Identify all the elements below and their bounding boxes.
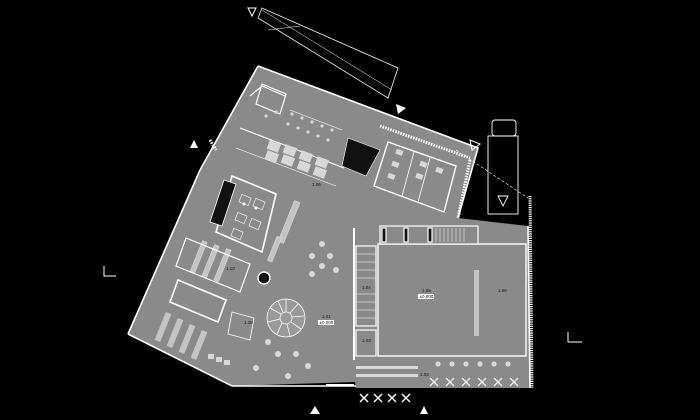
central-label: 1.01 ±0,000 [318,314,334,325]
svg-text:1.01: 1.01 [322,314,331,319]
triangle-markers [190,7,482,414]
bottom-seating [356,361,511,377]
outdoor-chairs [359,393,411,403]
corner-mark-icon [103,266,116,277]
triangle-marker-icon [469,139,482,151]
desk-grid [264,140,330,179]
svg-text:±0,000: ±0,000 [320,320,334,325]
label-left-room: 1.10 [226,266,235,271]
triangle-marker-icon [396,104,406,114]
column [257,271,271,285]
stair-block [353,225,479,360]
kiosk [455,119,529,215]
svg-text:1.05: 1.05 [422,288,431,293]
office-block [341,137,457,213]
facade-hatch [208,124,534,389]
corner-marks [103,266,582,343]
entrance-chairs [429,377,519,387]
label-bottom-left-room: 1.18 [244,320,253,325]
outer-walls [127,65,531,389]
label-top-room: 1.06 [312,182,321,187]
corner-mark-icon [567,332,582,343]
main-hall: 1.05 ±0,000 1.08 [418,270,507,336]
reading-room [154,278,255,365]
shelves [189,200,301,283]
building-floor [128,66,530,388]
svg-text:±0,000: ±0,000 [420,294,434,299]
shelf-room [175,237,251,293]
svg-text:1.08: 1.08 [498,288,507,293]
outbuilding-top [257,7,399,99]
label-small-room: 1.03 [362,338,371,343]
triangle-marker-icon [247,7,257,18]
dot-grid-top [264,110,334,142]
entrance-threshold [326,384,354,386]
triangle-marker-icon [310,406,320,414]
toilet-block [209,174,277,254]
triangle-marker-icon [190,140,198,148]
spiral-stair [266,298,306,338]
label-entrance: 1.02 [420,372,429,377]
seat-dots [253,241,339,379]
triangle-marker-icon [420,406,428,414]
label-stair-room: 1.04 [362,285,371,290]
office-furniture [387,148,444,180]
